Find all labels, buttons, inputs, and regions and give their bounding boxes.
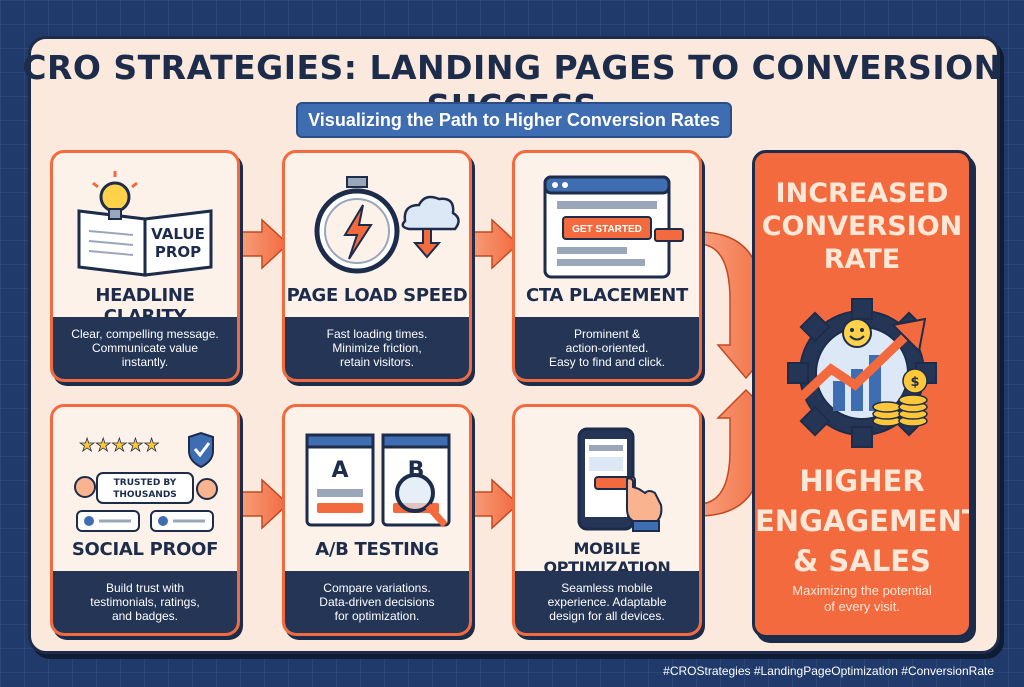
card-description: Clear, compelling message. Communicate v…	[53, 317, 237, 379]
card-heading: CTA PLACEMENT	[525, 285, 689, 306]
card-headline-clarity: VALUE PROP HEADLINE CLARITY Clear, compe…	[50, 150, 240, 382]
card-cta-placement: GET STARTED CTA PLACEMENT Prominent & ac…	[512, 150, 702, 382]
star-rating: ★★★★★	[79, 435, 160, 456]
prop-label: PROP	[155, 243, 201, 261]
gear-growth-chart-icon: $	[787, 298, 937, 448]
ab-test-icon: A B	[305, 433, 451, 528]
thousands-label: THOUSANDS	[113, 490, 177, 500]
result-panel: INCREASED CONVERSION RATE	[752, 150, 972, 638]
book-lightbulb-icon: VALUE PROP	[77, 171, 213, 277]
subtitle-banner: Visualizing the Path to Higher Conversio…	[296, 102, 732, 138]
arrow-card5-card6	[467, 478, 520, 530]
card-description: Fast loading times. Minimize friction, r…	[285, 317, 469, 379]
arrow-card4-card5	[237, 478, 290, 530]
card-social-proof: ★★★★★ TRUSTED BY THOUSANDS SOCIAL PROOF …	[50, 404, 240, 636]
trusted-label: TRUSTED BY	[114, 478, 177, 488]
card-ab-testing: A B A/B TESTING Compare variations. Data…	[282, 404, 472, 636]
result-subtitle: HIGHER ENGAGEMENT & SALES	[755, 464, 972, 578]
result-title: INCREASED CONVERSION RATE	[761, 178, 963, 275]
card-page-load-speed: PAGE LOAD SPEED Fast loading times. Mini…	[282, 150, 472, 382]
result-description: Maximizing the potential of every visit.	[792, 583, 932, 614]
browser-cta-icon: GET STARTED	[543, 175, 684, 279]
arrow-card2-card3	[467, 218, 520, 270]
stopwatch-icon	[314, 176, 460, 274]
card-description: Prominent & action-oriented. Easy to fin…	[515, 317, 699, 379]
hashtags: #CROStrategies #LandingPageOptimization …	[663, 664, 994, 678]
reviews-icon: ★★★★★ TRUSTED BY THOUSANDS	[74, 431, 218, 532]
card-description: Compare variations. Data-driven decision…	[285, 571, 469, 633]
variant-a-label: A	[331, 458, 348, 483]
card-description: Seamless mobile experience. Adaptable de…	[515, 571, 699, 633]
card-heading: SOCIAL PROOF	[71, 539, 219, 560]
card-mobile-optimization: MOBILE OPTIMIZATION Seamless mobile expe…	[512, 404, 702, 636]
card-heading: A/B TESTING	[315, 539, 439, 560]
smartphone-tap-icon	[577, 427, 663, 532]
get-started-label: GET STARTED	[572, 224, 642, 235]
card-description: Build trust with testimonials, ratings, …	[53, 571, 237, 633]
card-heading: PAGE LOAD SPEED	[286, 285, 468, 306]
value-label: VALUE	[151, 225, 205, 243]
arrow-card1-card2	[237, 218, 290, 270]
dollar-symbol: $	[910, 375, 919, 390]
